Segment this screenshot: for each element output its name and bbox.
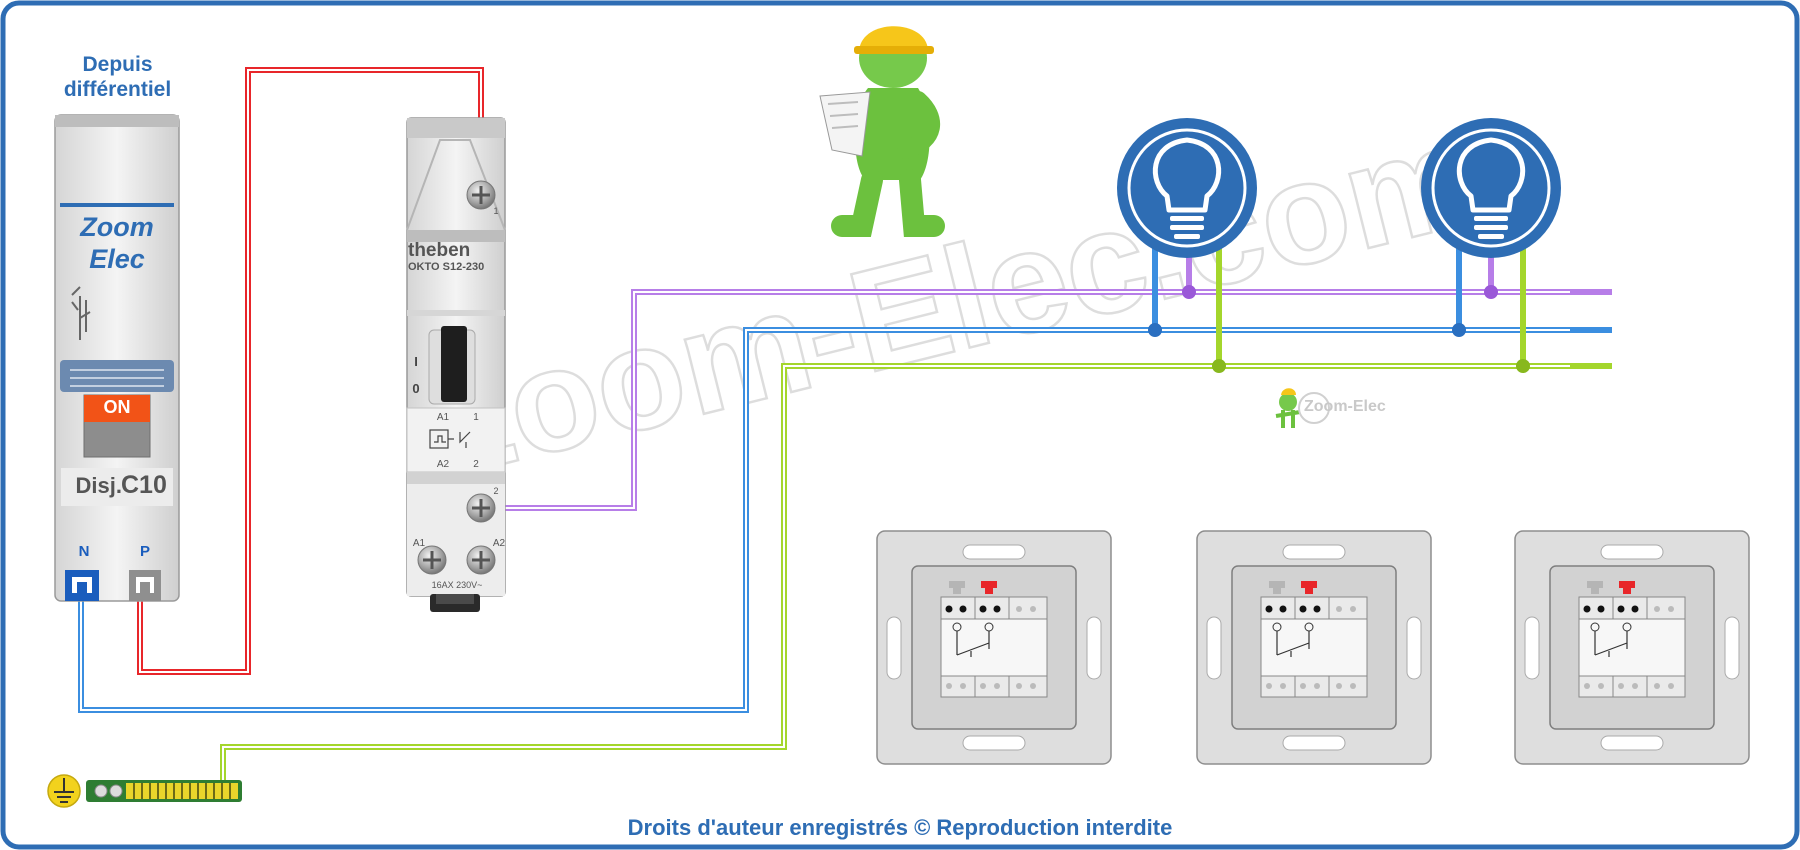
source-line-2: différentiel [63, 78, 172, 101]
relay-switch-on: I [414, 354, 418, 369]
wire-return-core [505, 291, 1570, 509]
relay-bottom-a2: A2 [492, 538, 506, 549]
relay-mid-terminal: 2 [493, 486, 499, 496]
breaker-rating: C10 [121, 471, 167, 499]
wire-neutral-core [80, 329, 1570, 711]
push-button-icon [1514, 530, 1750, 765]
breaker-brand-2: Elec [89, 244, 145, 274]
relay-contact-2: 2 [473, 459, 479, 470]
breaker-terminal-p: P [139, 543, 150, 560]
relay-coil-a1: A1 [436, 412, 450, 423]
breaker-brand-1: Zoom [80, 212, 154, 242]
breaker-state: ON [103, 397, 131, 417]
lightbulb-icon [1117, 118, 1257, 258]
push-button-icon [876, 530, 1112, 765]
relay-brand: theben [408, 240, 471, 261]
relay-coil-a2: A2 [436, 459, 450, 470]
wire-earth-core [222, 365, 1570, 786]
relay-bottom-a1: A1 [412, 538, 426, 549]
worker-figure-icon [819, 26, 945, 237]
lightbulb-icon [1421, 118, 1561, 258]
impulse-relay [406, 117, 506, 612]
relay-rating: 16AX 230V~ [431, 580, 483, 590]
circuit-breaker [54, 114, 180, 602]
relay-top-terminal: 1 [493, 206, 499, 216]
source-label: Depuis différentiel [40, 52, 195, 102]
logo-mark [1275, 388, 1330, 428]
wire-phase-core [139, 69, 482, 673]
push-button-icon [1196, 530, 1432, 765]
breaker-terminal-n: N [78, 543, 90, 560]
relay-model: OKTO S12-230 [408, 261, 485, 273]
copyright-footer: Droits d'auteur enregistrés © Reproducti… [627, 815, 1173, 840]
earth-bar [47, 774, 242, 808]
relay-switch-off: 0 [412, 381, 420, 396]
breaker-type: Disj. [75, 473, 122, 498]
source-line-1: Depuis [82, 53, 153, 76]
logo-text: Zoom-Elec [1304, 398, 1386, 415]
relay-contact-1: 1 [473, 412, 479, 423]
